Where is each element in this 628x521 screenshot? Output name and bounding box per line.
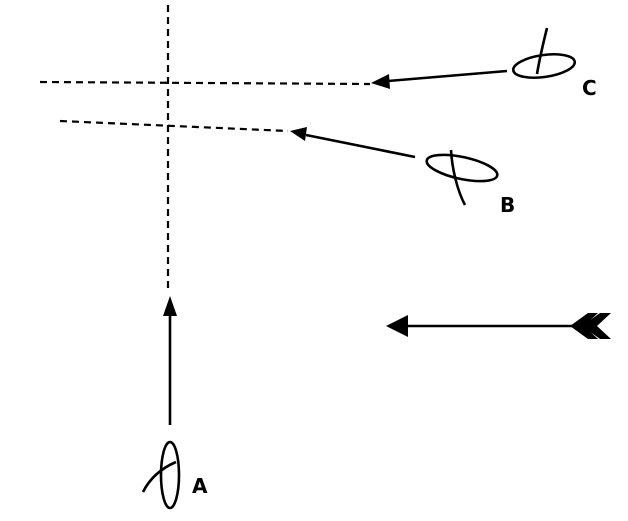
arrow-a-head — [163, 296, 177, 316]
bearing-line-b — [59, 119, 289, 133]
feathered-arrow-icon — [386, 313, 611, 339]
arrow-c-head — [371, 74, 390, 89]
label-b: B — [500, 193, 515, 217]
feathered-arrow-head — [386, 315, 408, 337]
arrow-c-shaft — [387, 69, 508, 83]
station-c: C — [371, 27, 597, 100]
arrow-b-shaft — [305, 133, 416, 159]
antenna-loop-b-icon — [425, 149, 499, 206]
antenna-loop-a-icon — [141, 440, 181, 510]
antenna-loop-c-icon — [511, 27, 577, 80]
feathered-arrow-fletch-2 — [582, 313, 611, 339]
arrow-b-head — [290, 127, 307, 141]
station-a: A — [141, 296, 208, 510]
bearing-line-c — [39, 80, 371, 86]
label-a: A — [192, 474, 208, 498]
label-c: C — [582, 76, 597, 100]
station-b: B — [290, 127, 515, 217]
